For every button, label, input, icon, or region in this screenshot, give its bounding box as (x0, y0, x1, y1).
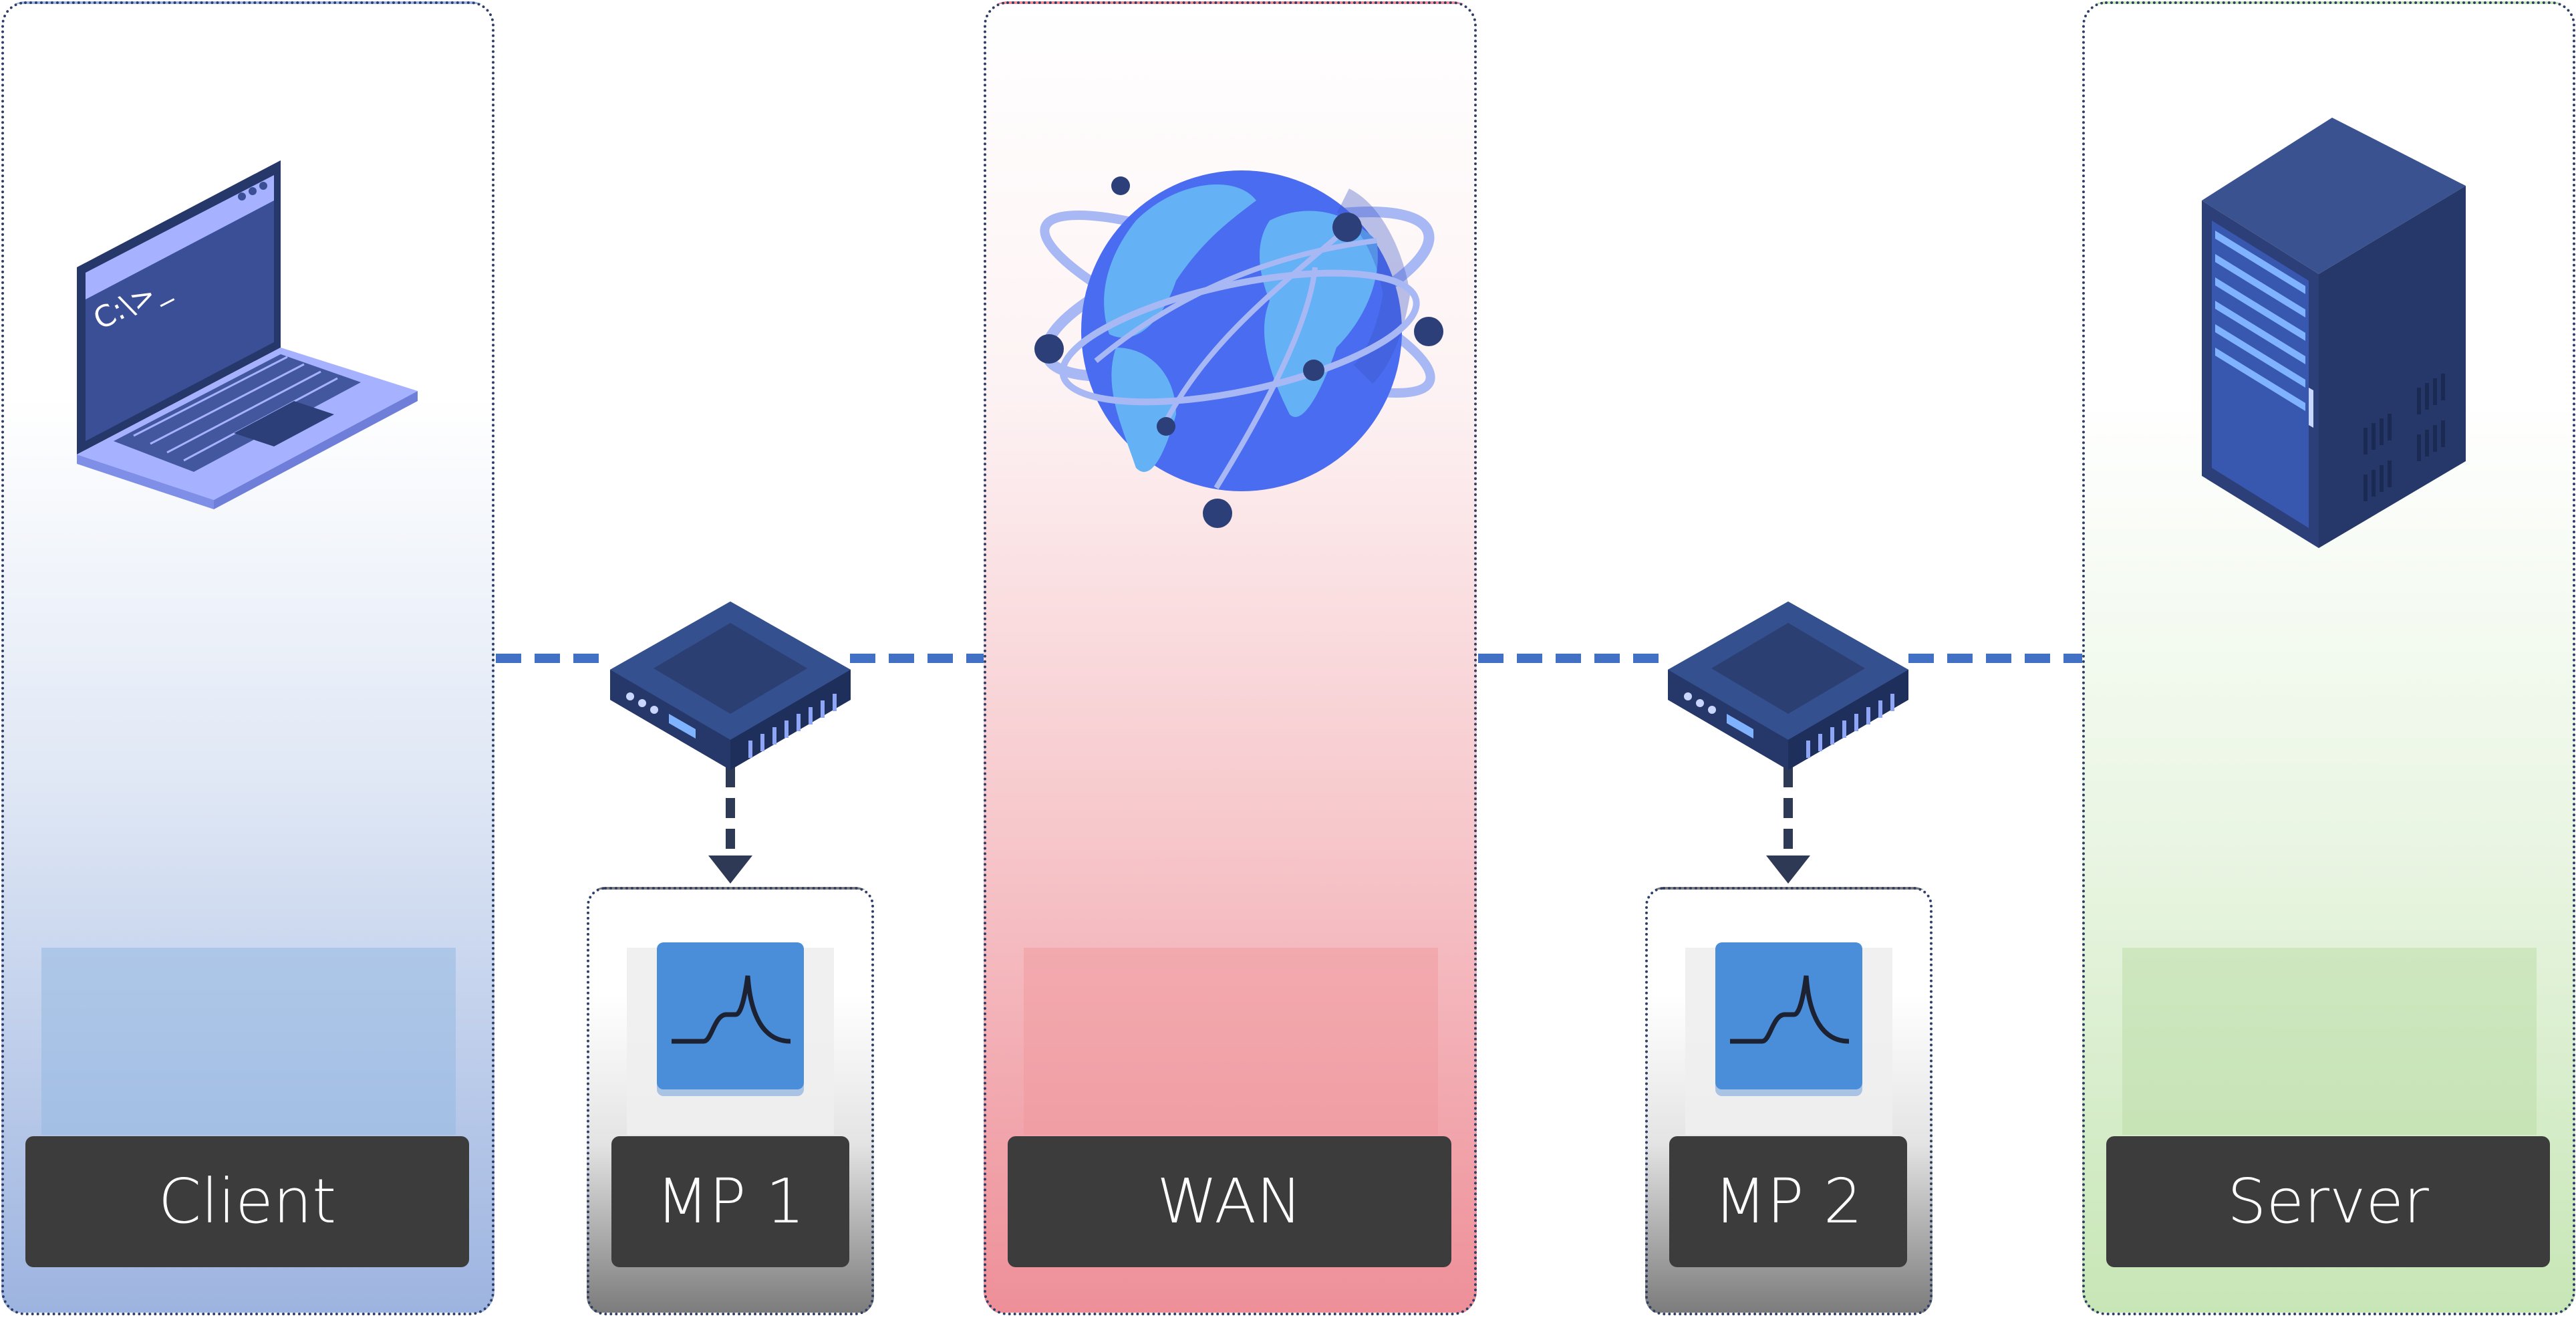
laptop-icon (77, 160, 418, 509)
tap-arrowhead-mp2 (1766, 855, 1810, 884)
wan-label-backdrop (1024, 948, 1438, 1135)
waveform-capture-icon (657, 942, 804, 1089)
server-label-backdrop (2122, 948, 2537, 1135)
network-tap-device-icon (1668, 602, 1908, 770)
mp2-label: MP 2 (1669, 1136, 1907, 1267)
client-label-backdrop (41, 948, 456, 1135)
server-label: Server (2106, 1136, 2550, 1267)
client-label: Client (25, 1136, 469, 1267)
tap-arrowhead-mp1 (708, 855, 752, 884)
mp1-label: MP 1 (611, 1136, 849, 1267)
wan-label: WAN (1008, 1136, 1451, 1267)
globe-network-icon (1034, 170, 1443, 528)
network-tap-device-icon (610, 602, 851, 770)
server-rack-icon (2202, 118, 2466, 548)
waveform-capture-icon (1715, 942, 1862, 1089)
